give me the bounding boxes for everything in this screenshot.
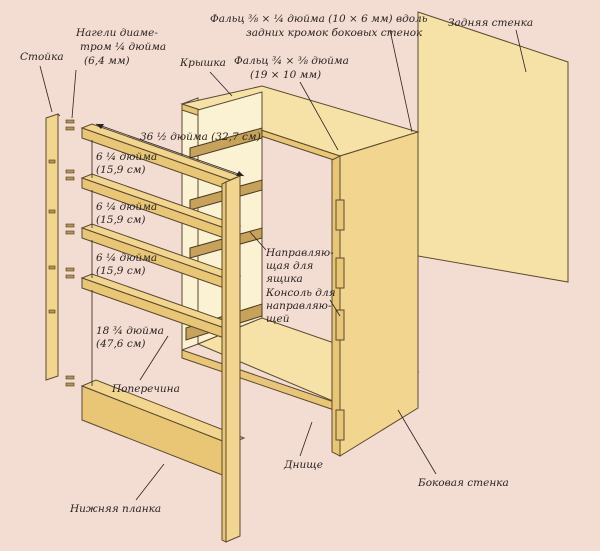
label-runner-2: щая для: [266, 260, 313, 272]
leader-side: [397, 409, 437, 475]
label-side: Боковая стенка: [417, 477, 509, 489]
label-bracket-2: направляю-: [266, 300, 332, 312]
side-panel-front-edge: [331, 155, 341, 457]
drawer-runner-1: [189, 127, 263, 159]
leader-rabbet-top: [389, 29, 413, 133]
label-top: Крышка: [179, 57, 226, 69]
label-bracket-1: Консоль для: [265, 287, 336, 299]
runner-bracket-4: [335, 409, 345, 441]
label-gap1-2: (15,9 см): [96, 164, 146, 176]
runner-bracket-3: [335, 309, 345, 341]
label-gap2-1: 6 ¼ дюйма: [96, 201, 157, 213]
leader-top: [209, 71, 233, 97]
leader-bottom: [299, 421, 313, 457]
leader-rail: [139, 335, 169, 381]
label-gap3-1: 6 ¼ дюйма: [96, 252, 157, 264]
label-bracket-3: щей: [266, 313, 290, 325]
label-bottom-rail: Нижняя планка: [69, 503, 161, 515]
leader-dowels: [71, 69, 77, 119]
leader-runner: [249, 231, 267, 251]
label-rabbet-top-2: задних кромок боковых стенок: [246, 27, 423, 39]
label-rabbet-mid-1: Фальц ¾ × ⅜ дюйма: [234, 55, 349, 67]
stile-dowels: [48, 119, 75, 387]
label-rabbet-mid-2: (19 × 10 мм): [250, 69, 321, 81]
label-rail: Поперечина: [111, 383, 180, 395]
right-stile-edge: [221, 181, 227, 543]
label-gap2-2: (15,9 см): [96, 214, 146, 226]
label-gap4-1: 18 ¾ дюйма: [96, 325, 164, 337]
leader-bracket: [329, 299, 341, 317]
label-dowels-3: (6,4 мм): [84, 55, 130, 67]
label-dowels-1: Нагели диаме-: [75, 27, 158, 39]
right-stile: [225, 175, 241, 543]
leader-bottom-rail: [135, 463, 165, 501]
label-gap3-2: (15,9 см): [96, 265, 146, 277]
label-runner-1: Направляю-: [265, 247, 334, 259]
side-panel: [339, 131, 419, 457]
width-dimension: [95, 123, 245, 177]
leader-stile: [39, 65, 53, 113]
label-gap4-2: (47,6 см): [96, 338, 146, 350]
leader-back: [515, 29, 527, 73]
label-stile: Стойка: [20, 51, 64, 63]
label-back: Задняя стенка: [448, 17, 533, 29]
label-dowels-2: тром ¼ дюйма: [80, 41, 166, 53]
label-bottom: Днище: [283, 459, 323, 471]
label-rabbet-top-1: Фальц ⅜ × ¼ дюйма (10 × 6 мм) вдоль: [210, 13, 428, 25]
runner-bracket-1: [335, 199, 345, 231]
left-stile: [45, 113, 59, 381]
label-runner-3: ящика: [266, 273, 303, 285]
runner-bracket-2: [335, 257, 345, 289]
label-width-dim: 36 ½ дюйма (32,7 см): [140, 131, 261, 143]
back-panel: [417, 11, 569, 283]
leader-rabbet-mid: [299, 81, 339, 151]
label-gap1-1: 6 ¼ дюйма: [96, 151, 157, 163]
